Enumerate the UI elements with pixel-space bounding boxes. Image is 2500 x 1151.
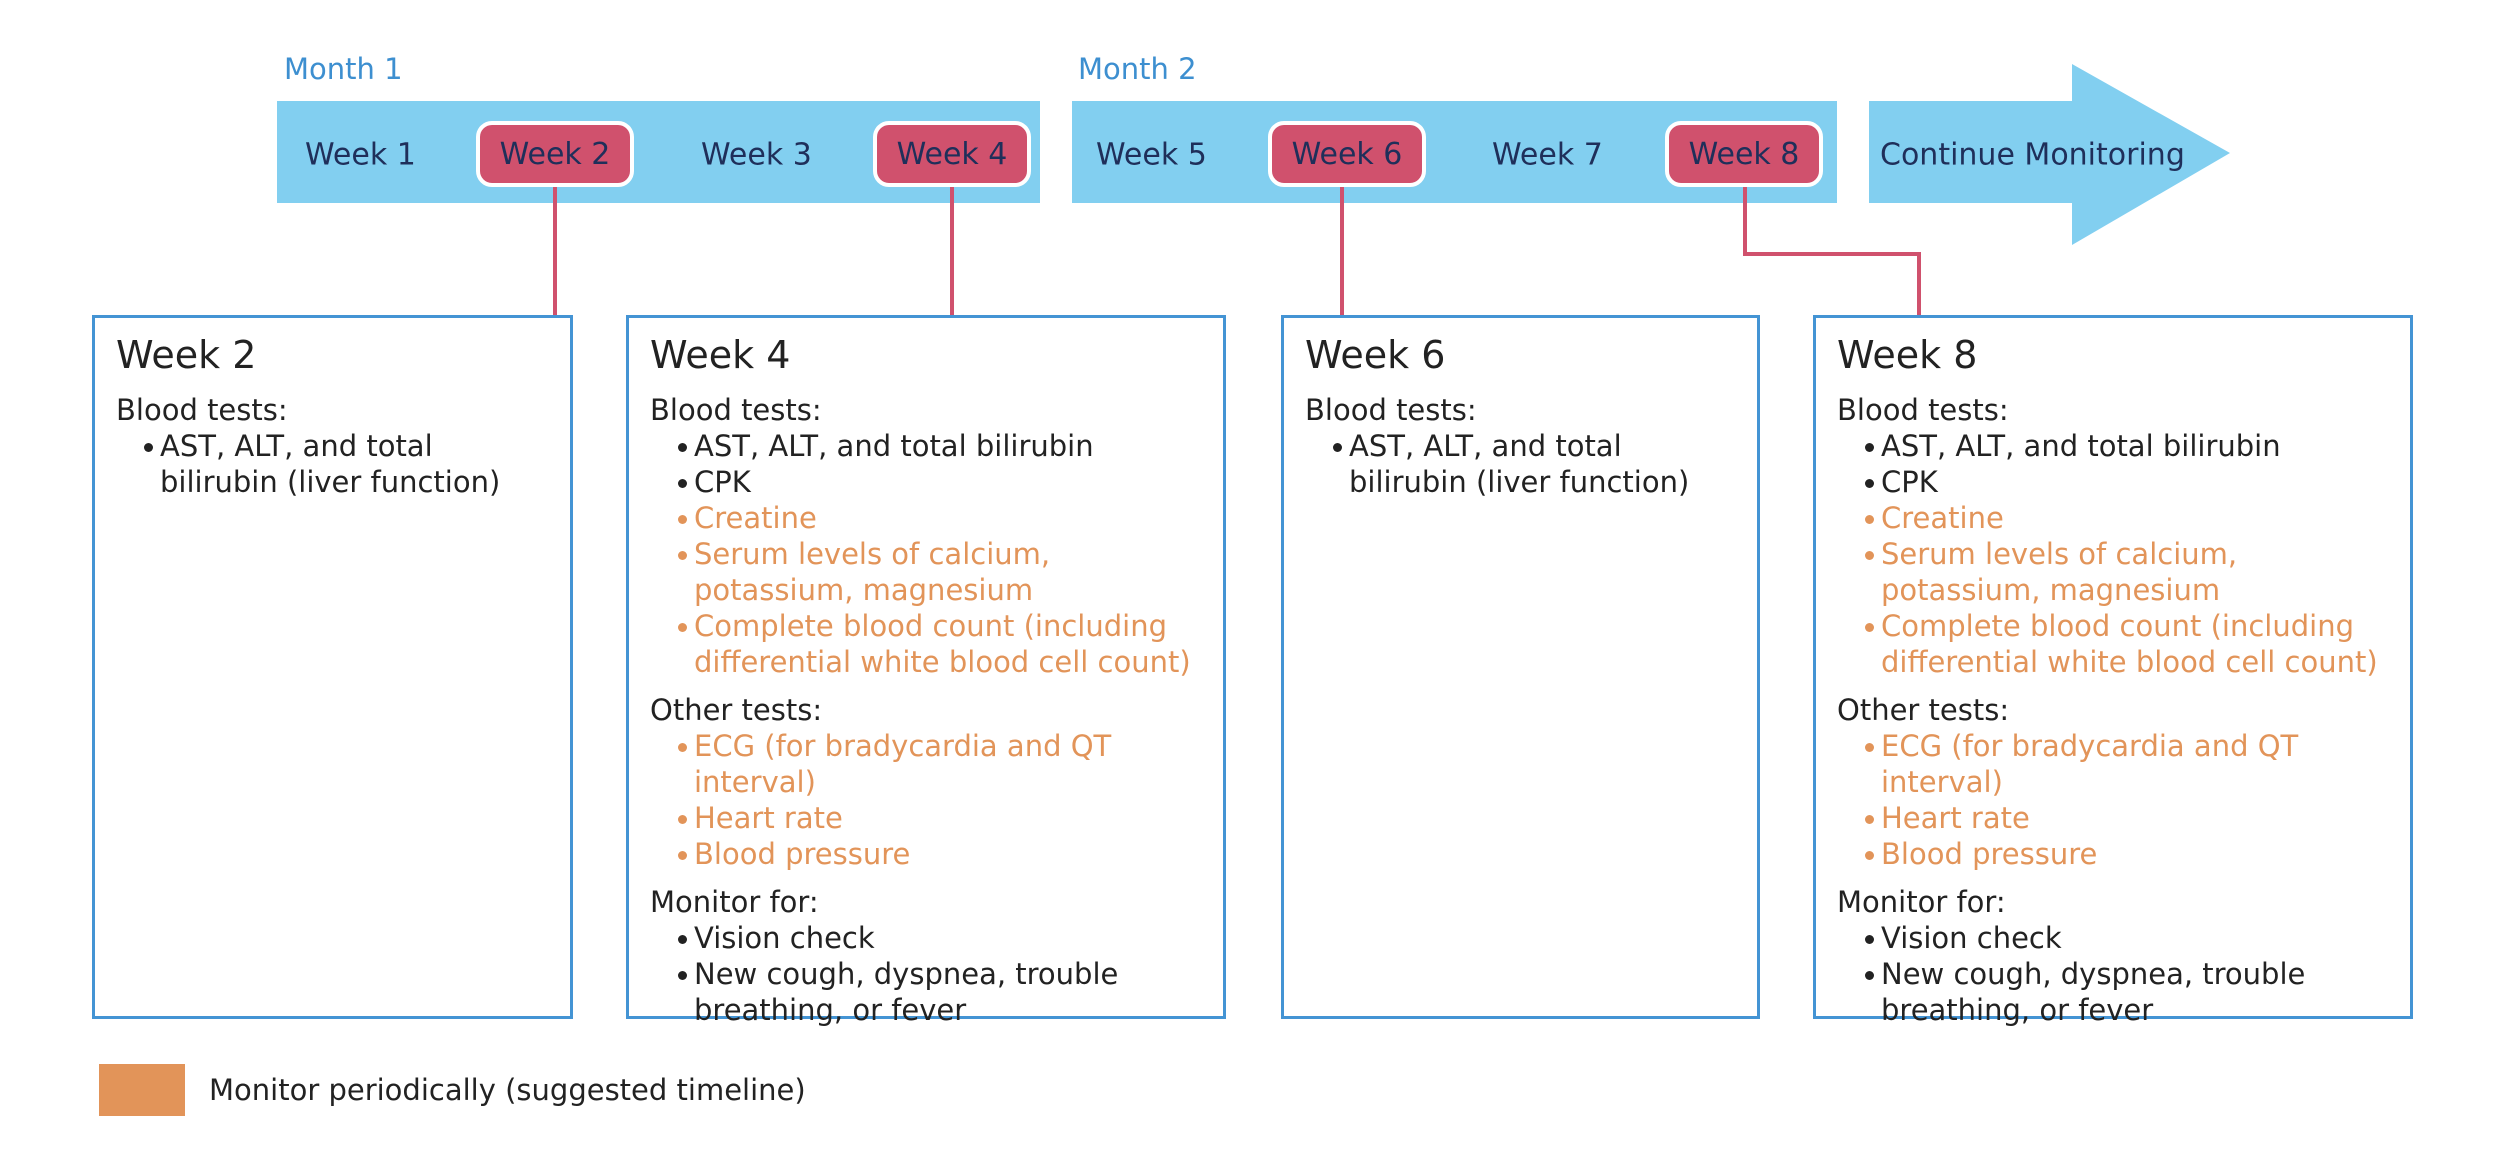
card-title: Week 6 <box>1305 333 1446 377</box>
periodic-test-item: Creatine <box>678 500 1203 536</box>
card-title: Week 8 <box>1837 333 1978 377</box>
test-item: New cough, dyspnea, trouble breathing, o… <box>1865 956 2390 1028</box>
periodic-test-item: Heart rate <box>678 800 1203 836</box>
section-heading: Monitor for: <box>650 885 819 919</box>
week-2-marker: Week 2 <box>476 121 634 187</box>
month-label-2: Month 2 <box>1078 52 1197 86</box>
section-blood-tests: Blood tests:AST, ALT, and total bilirubi… <box>116 392 550 500</box>
month-label-1: Month 1 <box>284 52 403 86</box>
section-blood-tests: Blood tests:AST, ALT, and total bilirubi… <box>650 392 1203 680</box>
legend-periodic-swatch <box>99 1064 185 1116</box>
periodic-test-item: Blood pressure <box>1865 836 2390 872</box>
week-2-card: Week 2 Blood tests:AST, ALT, and total bi… <box>92 315 573 1019</box>
week-4-card: Week 4 Blood tests:AST, ALT, and total bi… <box>626 315 1226 1027</box>
periodic-test-item: Creatine <box>1865 500 2390 536</box>
periodic-test-item: Blood pressure <box>678 836 1203 872</box>
periodic-test-item: Serum levels of calcium, potassium, magn… <box>1865 536 2390 608</box>
week-8-card: Week 8 Blood tests:AST, ALT, and total bi… <box>1813 315 2413 1027</box>
card-title: Week 2 <box>116 333 257 377</box>
test-item: AST, ALT, and total bilirubin (liver fun… <box>1333 428 1737 500</box>
periodic-test-item: Complete blood count (including differen… <box>678 608 1203 680</box>
connector-week-8 <box>1743 187 1921 315</box>
card-title: Week 4 <box>650 333 791 377</box>
section-blood-tests: Blood tests:AST, ALT, and total bilirubi… <box>1837 392 2390 680</box>
week-8-marker: Week 8 <box>1665 121 1823 187</box>
week-3-label: Week 3 <box>701 137 812 173</box>
section-heading: Monitor for: <box>1837 885 2006 919</box>
section-heading: Blood tests: <box>1837 393 2009 427</box>
test-list: ECG (for bradycardia and QT interval)Hea… <box>650 728 1203 872</box>
periodic-test-item: Serum levels of calcium, potassium, magn… <box>678 536 1203 608</box>
section-heading: Other tests: <box>650 693 823 727</box>
week-7-label: Week 7 <box>1492 137 1603 173</box>
week-6-marker: Week 6 <box>1268 121 1426 187</box>
periodic-test-item: Complete blood count (including differen… <box>1865 608 2390 680</box>
test-item: New cough, dyspnea, trouble breathing, o… <box>678 956 1203 1028</box>
section-heading: Blood tests: <box>650 393 822 427</box>
periodic-test-item: ECG (for bradycardia and QT interval) <box>1865 728 2390 800</box>
test-item: AST, ALT, and total bilirubin (liver fun… <box>144 428 550 500</box>
test-item: AST, ALT, and total bilirubin <box>1865 428 2390 464</box>
test-item: CPK <box>678 464 1203 500</box>
section-heading: Blood tests: <box>116 393 288 427</box>
test-list: AST, ALT, and total bilirubin (liver fun… <box>116 428 550 500</box>
periodic-test-item: Heart rate <box>1865 800 2390 836</box>
test-item: AST, ALT, and total bilirubin <box>678 428 1203 464</box>
test-item: Vision check <box>1865 920 2390 956</box>
week-5-label: Week 5 <box>1096 137 1207 173</box>
test-list: ECG (for bradycardia and QT interval)Hea… <box>1837 728 2390 872</box>
week-4-marker: Week 4 <box>873 121 1031 187</box>
section-heading: Blood tests: <box>1305 393 1477 427</box>
test-list: AST, ALT, and total bilirubin (liver fun… <box>1305 428 1737 500</box>
section-other-tests: Other tests:ECG (for bradycardia and QT … <box>650 692 1203 872</box>
section-blood-tests: Blood tests:AST, ALT, and total bilirubi… <box>1305 392 1737 500</box>
week-1-label: Week 1 <box>305 137 416 173</box>
section-heading: Other tests: <box>1837 693 2010 727</box>
continue-monitoring-label: Continue Monitoring <box>1880 137 2185 173</box>
week-6-card: Week 6 Blood tests:AST, ALT, and total bi… <box>1281 315 1760 1019</box>
section-other-tests: Other tests:ECG (for bradycardia and QT … <box>1837 692 2390 872</box>
legend-label: Monitor periodically (suggested timeline… <box>209 1073 806 1107</box>
test-item: Vision check <box>678 920 1203 956</box>
periodic-test-item: ECG (for bradycardia and QT interval) <box>678 728 1203 800</box>
test-item: CPK <box>1865 464 2390 500</box>
